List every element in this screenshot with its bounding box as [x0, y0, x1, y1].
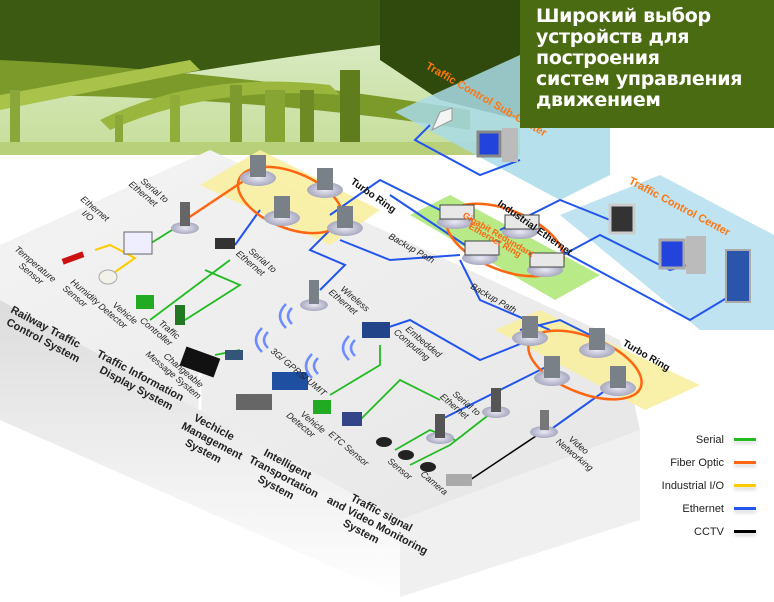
- banner-title-line: движением: [536, 89, 661, 111]
- industrial-io-links: [94, 243, 137, 273]
- wifi-icon: [349, 339, 356, 357]
- legend-label: Serial: [695, 433, 724, 446]
- ethernet-io-icon: [123, 231, 153, 255]
- vehicle-detector-icon: [313, 400, 331, 414]
- platform-slab: [0, 150, 640, 597]
- serial-to-ethernet-icon: [482, 388, 510, 418]
- wifi-icon: [312, 357, 319, 375]
- wifi-icon: [286, 307, 293, 325]
- wireless-router-icon: [225, 350, 243, 360]
- road-sensor-icon: [420, 462, 436, 472]
- legend-item-ethernet: Ethernet: [640, 497, 774, 520]
- devices: [61, 107, 751, 486]
- legend-item-fiber-optic: Fiber Optic: [640, 451, 774, 474]
- switch-icon: [264, 196, 300, 226]
- legend-label: Industrial I/O: [661, 479, 724, 492]
- monitor-icon: [608, 203, 636, 235]
- switch-icon: [512, 316, 548, 346]
- camera-icon: [446, 474, 472, 486]
- vehicle-detector-icon: [136, 295, 154, 309]
- etc-sensor-icon: [342, 412, 362, 426]
- legend: Serial Fiber Optic Industrial I/O Ethern…: [640, 428, 774, 543]
- temperature-sensor-icon: [61, 251, 85, 265]
- serial-to-ethernet-icon: [215, 238, 235, 249]
- legend-label: CCTV: [694, 525, 724, 538]
- legend-swatch: [734, 530, 756, 533]
- legend-item-cctv: CCTV: [640, 520, 774, 543]
- laptop-icon: [430, 107, 453, 132]
- gigabit-switch-icon: [437, 204, 475, 229]
- legend-swatch: [734, 438, 756, 441]
- legend-swatch: [734, 461, 756, 464]
- truck-icon: [236, 394, 272, 410]
- wireless-ethernet-icon: [300, 280, 328, 311]
- gigabit-switch-icon: [502, 214, 540, 239]
- wireless-waves: [254, 303, 356, 379]
- serial-to-ethernet-icon: [171, 202, 199, 234]
- legend-item-serial: Serial: [640, 428, 774, 451]
- switch-icon: [240, 155, 276, 186]
- legend-label: Ethernet: [682, 502, 724, 515]
- embedded-computer-icon: [362, 322, 390, 338]
- workstation-icon: [658, 236, 706, 274]
- switch-icon: [600, 366, 636, 396]
- gprs-modem-icon: [272, 372, 308, 390]
- legend-item-industrial-io: Industrial I/O: [640, 474, 774, 497]
- gigabit-switch-icon: [527, 252, 565, 277]
- switch-icon: [579, 328, 615, 358]
- switch-icon: [327, 206, 363, 236]
- video-server-icon: [530, 410, 558, 438]
- wifi-icon: [262, 331, 269, 349]
- message-sign-icon: [179, 346, 221, 378]
- banner-title-line: систем управления: [536, 68, 743, 90]
- banner-title-line: устройств для: [536, 26, 690, 48]
- bridge-photo-banner: [0, 0, 520, 155]
- legend-swatch: [734, 484, 756, 487]
- switch-icon: [307, 168, 343, 198]
- gigabit-switch-icon: [462, 240, 500, 265]
- workstation-icon: [476, 128, 518, 162]
- banner-title-line: Широкий выбор: [536, 5, 711, 27]
- banner-title-line: построения: [536, 47, 660, 69]
- legend-swatch: [734, 507, 756, 510]
- cctv-link: [469, 429, 546, 481]
- road-sensor-icon: [398, 450, 414, 460]
- traffic-controller-icon: [175, 305, 185, 325]
- banner-title: Широкий выбор устройств для построения с…: [520, 0, 774, 128]
- legend-label: Fiber Optic: [670, 456, 724, 469]
- serial-to-ethernet-icon: [426, 414, 454, 444]
- server-rack-icon: [725, 249, 751, 303]
- switch-icon: [534, 356, 570, 386]
- road-sensor-icon: [376, 437, 392, 447]
- humidity-sensor-icon: [98, 269, 118, 285]
